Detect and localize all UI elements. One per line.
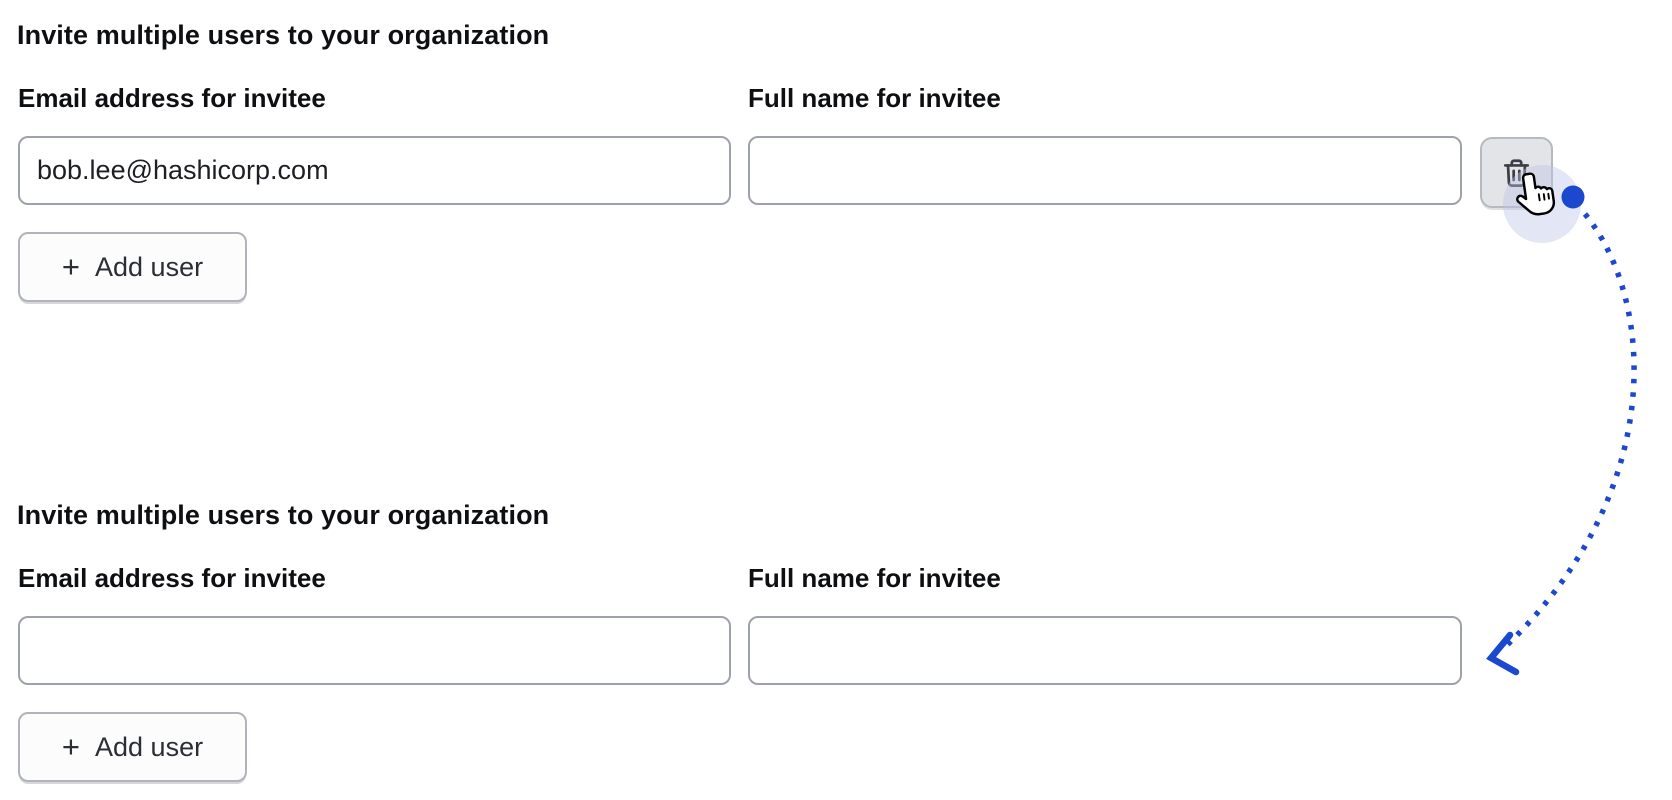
arrow-origin-dot — [1561, 185, 1585, 209]
form1-add-user-button[interactable]: + Add user — [18, 232, 247, 302]
form1-email-label: Email address for invitee — [18, 83, 326, 113]
trash-icon — [1500, 156, 1533, 189]
form2-email-label: Email address for invitee — [18, 563, 326, 593]
form2-add-user-button[interactable]: + Add user — [18, 712, 247, 782]
form1-email-input[interactable] — [18, 136, 731, 205]
form2-heading: Invite multiple users to your organizati… — [17, 500, 550, 530]
form1-heading: Invite multiple users to your organizati… — [17, 20, 550, 50]
plus-icon: + — [61, 248, 81, 284]
form2-fullname-label: Full name for invitee — [748, 563, 1001, 593]
form2-fullname-input[interactable] — [748, 616, 1462, 685]
arrowhead-icon — [1486, 631, 1520, 676]
add-user-button-label: Add user — [95, 251, 204, 282]
form1-fullname-label: Full name for invitee — [748, 83, 1001, 113]
form1-delete-row-button[interactable] — [1480, 137, 1553, 208]
form2-email-input[interactable] — [18, 616, 731, 685]
dotted-arrow-curve — [1501, 212, 1637, 651]
add-user-button-label: Add user — [95, 731, 204, 762]
form1-fullname-input[interactable] — [748, 136, 1462, 205]
plus-icon: + — [61, 728, 81, 764]
